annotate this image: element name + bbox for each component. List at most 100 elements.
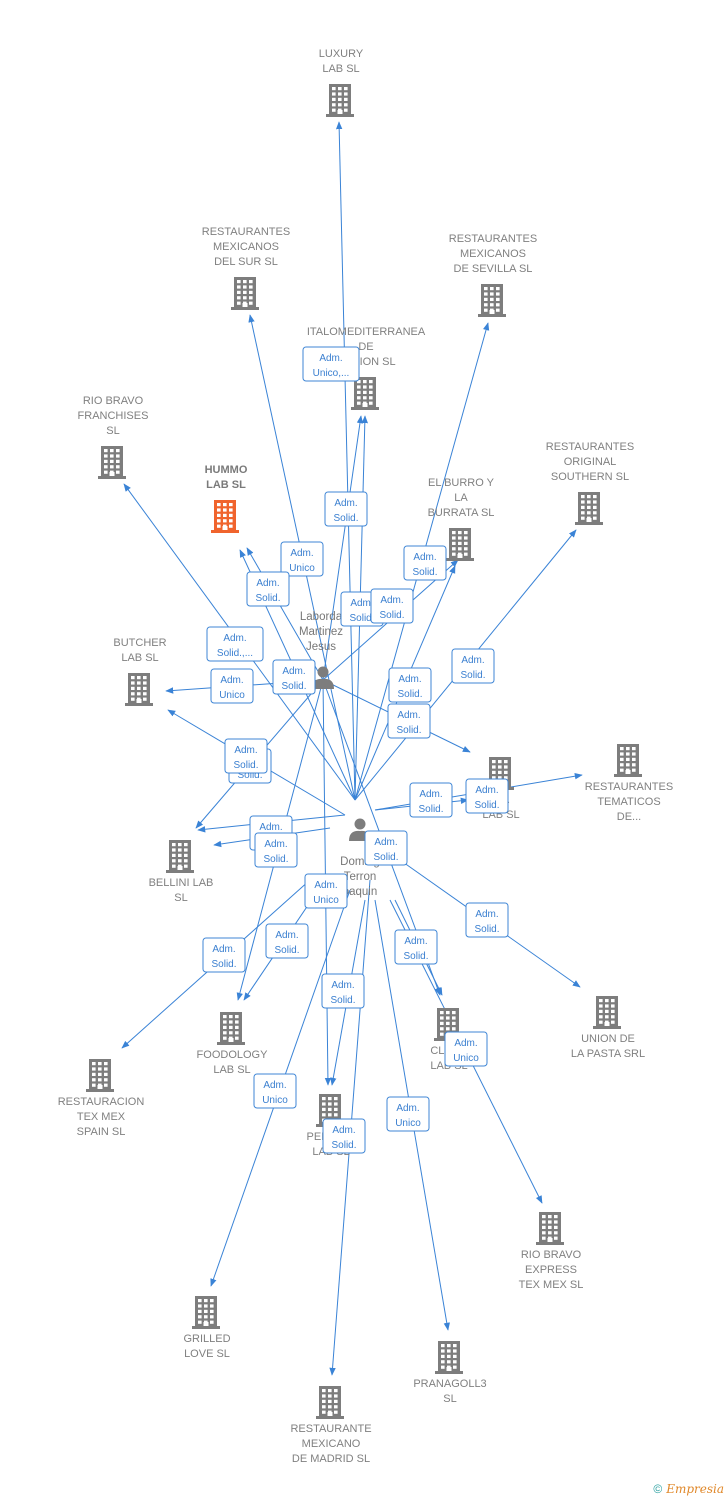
- label-line: EL BURRO Y: [428, 477, 495, 489]
- label-line: FRANCHISES: [78, 410, 149, 422]
- role-badge[interactable]: Adm.Solid.: [364, 830, 408, 866]
- building-icon[interactable]: [575, 492, 603, 525]
- badge-text: Adm.: [234, 745, 257, 756]
- building-icon[interactable]: [217, 1012, 245, 1045]
- badge-text: Adm.: [413, 552, 436, 563]
- role-badge[interactable]: Adm. Solid.: [394, 929, 438, 965]
- person-icon[interactable]: [312, 666, 334, 690]
- building-icon[interactable]: [351, 377, 379, 410]
- role-badge[interactable]: Adm. Solid.: [321, 973, 365, 1009]
- label-line: RESTAURANTES: [546, 441, 634, 453]
- badge-text: Adm.: [223, 633, 246, 644]
- label-line: LAB SL: [213, 1064, 250, 1076]
- label-line: DE: [358, 341, 373, 353]
- role-badge[interactable]: Adm. Solid.: [322, 1118, 366, 1154]
- role-badge[interactable]: Adm.Solid.: [465, 778, 509, 814]
- badge-text: Solid.: [233, 760, 258, 771]
- badge-text: Solid.: [474, 924, 499, 935]
- label-line: SL: [443, 1393, 456, 1405]
- role-badge[interactable]: Adm.Solid.: [451, 648, 495, 684]
- badge-text: Adm.: [475, 909, 498, 920]
- badge-text: Adm.: [263, 1080, 286, 1091]
- badge-text: Adm.: [398, 674, 421, 685]
- building-icon[interactable]: [593, 996, 621, 1029]
- building-icon[interactable]: [211, 500, 239, 533]
- copyright-symbol: ©: [653, 1482, 663, 1496]
- label-line: DE SEVILLA SL: [454, 263, 533, 275]
- building-icon[interactable]: [614, 744, 642, 777]
- label-line: BUTCHER: [113, 637, 166, 649]
- label-line: SL: [106, 425, 119, 437]
- badge-text: Adm.: [220, 675, 243, 686]
- badge-text: Adm.: [404, 936, 427, 947]
- building-icon[interactable]: [231, 277, 259, 310]
- label-line: UNION DE: [581, 1033, 635, 1045]
- badge-text: Adm.: [332, 1125, 355, 1136]
- badge-text: Adm.: [331, 980, 354, 991]
- badge-text: Adm.: [259, 822, 282, 833]
- label-line: RIO BRAVO: [521, 1249, 582, 1261]
- badge-text: Unico: [395, 1118, 421, 1129]
- label-line: GRILLED: [183, 1333, 230, 1345]
- badge-text: Solid.: [474, 800, 499, 811]
- badge-text: Solid.: [403, 951, 428, 962]
- role-badge[interactable]: Adm.Unico: [280, 541, 324, 577]
- role-badge[interactable]: Adm.Unico: [444, 1031, 488, 1067]
- role-badge[interactable]: Adm. Solid.: [224, 738, 268, 774]
- company-label: RIO BRAVO FRANCHISES SL: [78, 395, 149, 437]
- label-line: LOVE SL: [184, 1348, 230, 1360]
- role-badge[interactable]: Adm.Unico,...: [302, 346, 360, 382]
- role-badge[interactable]: Adm.Unico: [210, 668, 254, 704]
- role-badge[interactable]: Adm.Solid.: [246, 571, 290, 607]
- brand-name[interactable]: Empresia: [666, 1482, 724, 1496]
- badge-text: Solid.: [333, 513, 358, 524]
- role-badge[interactable]: Adm. Solid.: [465, 902, 509, 938]
- building-icon[interactable]: [446, 528, 474, 561]
- building-icon[interactable]: [86, 1059, 114, 1092]
- badge-text: Solid.: [349, 613, 374, 624]
- building-icon[interactable]: [166, 840, 194, 873]
- role-badge[interactable]: Adm.Solid.: [370, 588, 414, 624]
- role-badge[interactable]: Adm.Solid.: [324, 491, 368, 527]
- badge-text: Solid.: [330, 995, 355, 1006]
- label-line: TEX MEX: [77, 1111, 126, 1123]
- role-badge[interactable]: Adm.Solid.: [387, 703, 431, 739]
- role-badge[interactable]: Adm. Unico: [253, 1073, 297, 1109]
- building-icon[interactable]: [192, 1296, 220, 1329]
- building-icon[interactable]: [98, 446, 126, 479]
- edge-line: [246, 547, 324, 681]
- building-icon[interactable]: [316, 1386, 344, 1419]
- badge-text: Unico: [313, 895, 339, 906]
- role-badge[interactable]: Adm.Solid.: [272, 659, 316, 695]
- building-icon[interactable]: [125, 673, 153, 706]
- label-line: EXPRESS: [525, 1264, 577, 1276]
- role-badge[interactable]: Adm.Solid.: [388, 667, 432, 703]
- role-badge[interactable]: Adm. Unico: [386, 1096, 430, 1132]
- building-icon[interactable]: [326, 84, 354, 117]
- role-badge[interactable]: Adm.Solid.: [202, 937, 246, 973]
- badge-text: Adm.: [374, 837, 397, 848]
- label-line: RIO BRAVO: [83, 395, 144, 407]
- building-icon[interactable]: [536, 1212, 564, 1245]
- role-badge[interactable]: Adm.Solid.: [254, 832, 298, 868]
- role-badge[interactable]: Adm.Unico: [304, 873, 348, 909]
- label-line: Jesus: [306, 641, 336, 653]
- label-line: Laborda: [300, 611, 343, 623]
- badge-text: Adm.: [396, 1103, 419, 1114]
- building-icon[interactable]: [435, 1341, 463, 1374]
- label-line: LUXURY: [319, 48, 364, 60]
- role-badge[interactable]: Adm.Solid.: [409, 782, 453, 818]
- edge-line: [335, 121, 356, 801]
- role-badge[interactable]: Adm.Solid.,...: [206, 626, 264, 662]
- role-badge[interactable]: Adm.Solid.: [265, 923, 309, 959]
- building-icon[interactable]: [478, 284, 506, 317]
- badge-text: Solid.: [331, 1140, 356, 1151]
- badge-text: Unico: [262, 1095, 288, 1106]
- role-badge[interactable]: Adm.Solid.: [403, 545, 447, 581]
